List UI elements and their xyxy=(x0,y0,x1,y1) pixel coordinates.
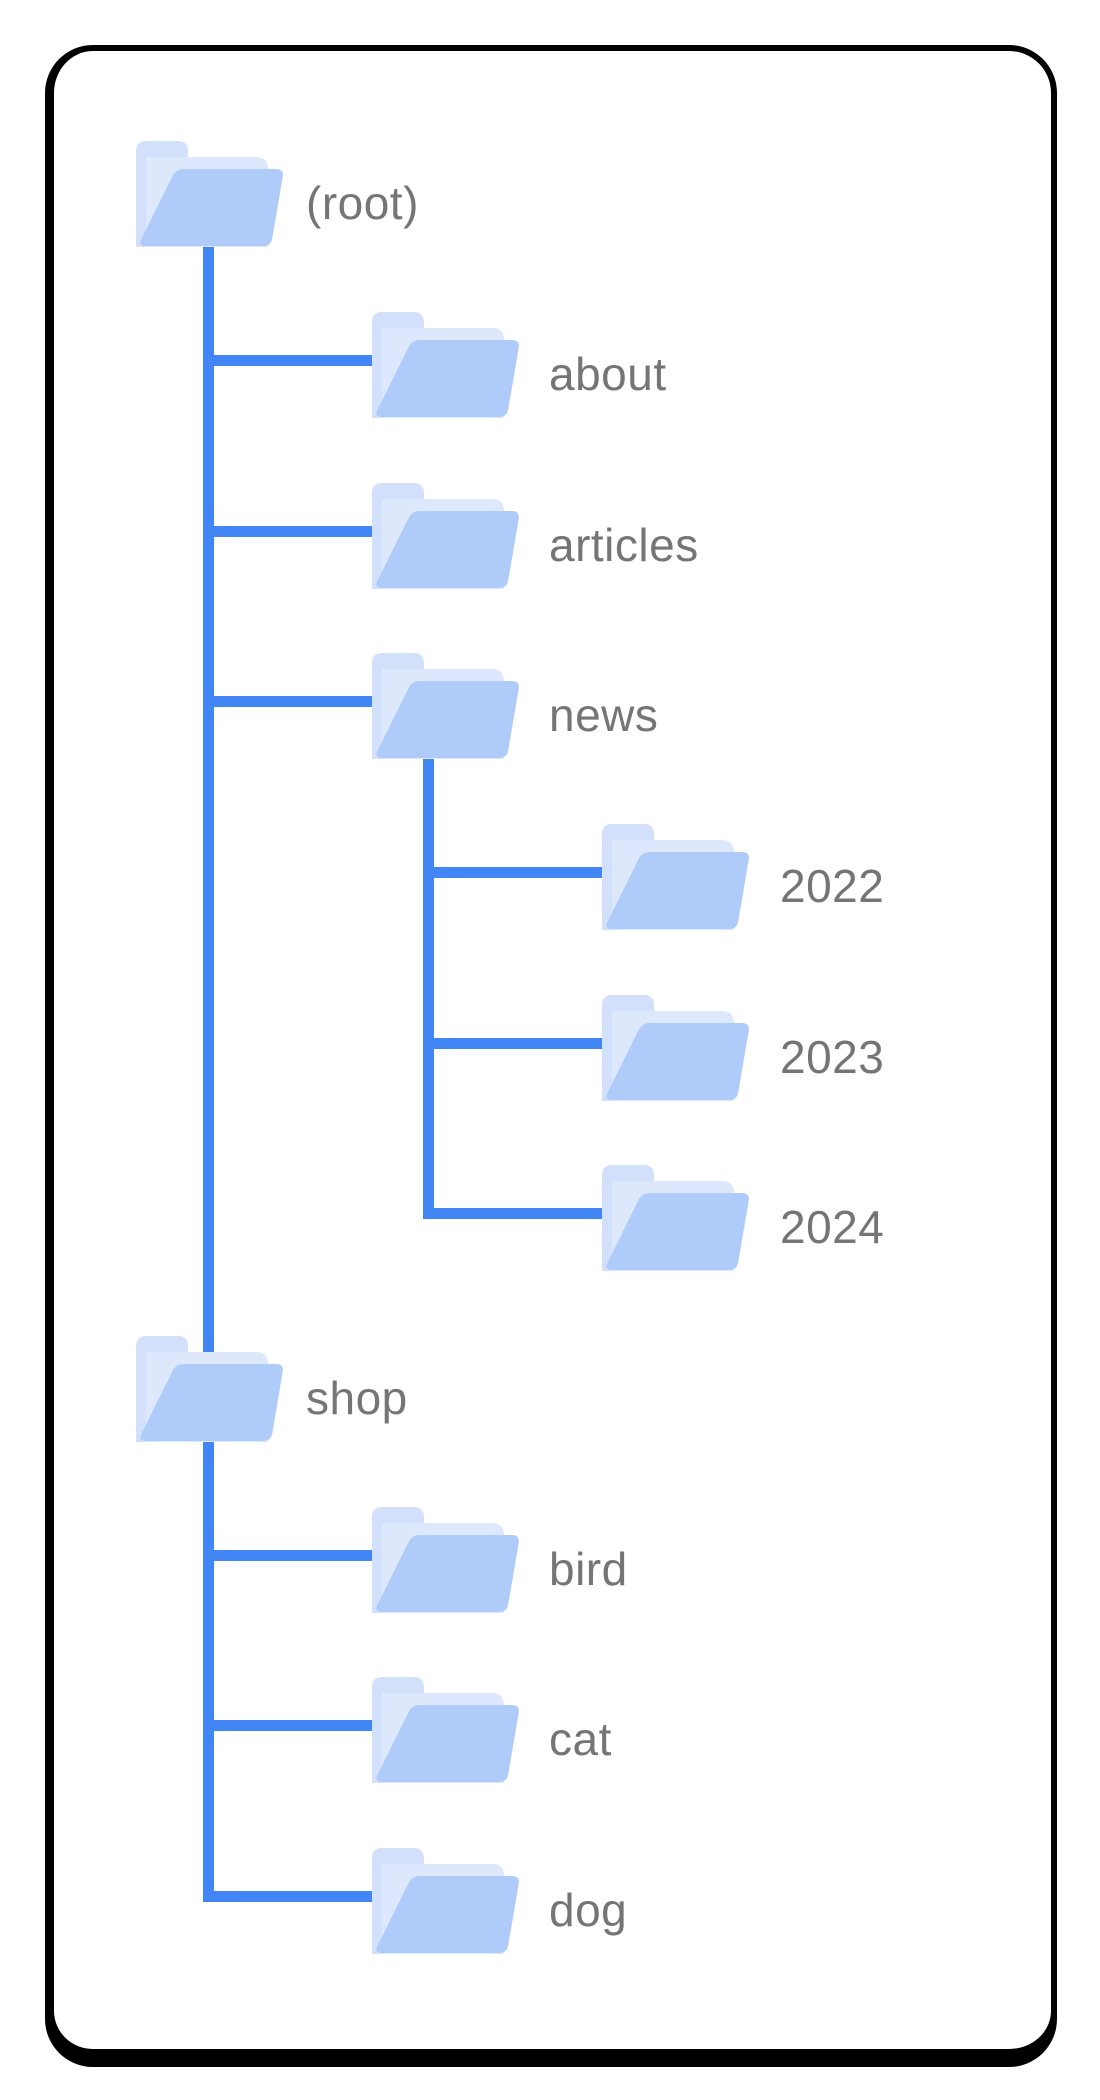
tree-connector-news xyxy=(203,696,395,707)
folder-label-about: about xyxy=(549,348,667,400)
tree-connector-news-vertical xyxy=(423,745,434,1219)
folder-label-news: news xyxy=(549,689,659,741)
tree-connector-cat xyxy=(203,1720,395,1731)
tree-connector-2024 xyxy=(423,1208,625,1219)
folder-node-root: (root) xyxy=(136,131,418,247)
folder-icon xyxy=(602,1165,749,1271)
folder-label-2024: 2024 xyxy=(780,1201,885,1253)
folder-label-articles: articles xyxy=(549,519,699,571)
tree-connector-2022 xyxy=(423,867,625,878)
folder-node-cat: cat xyxy=(372,1667,611,1783)
folder-node-bird: bird xyxy=(372,1497,627,1613)
folder-node-news: news xyxy=(372,643,658,759)
tree-connector-articles xyxy=(203,526,395,537)
folder-label-dog: dog xyxy=(549,1884,628,1936)
folder-node-2022: 2022 xyxy=(602,814,884,930)
folder-icon xyxy=(372,1677,519,1783)
folder-node-2024: 2024 xyxy=(602,1155,884,1271)
folder-icon xyxy=(372,653,519,759)
tree-connector-main-vertical xyxy=(203,236,214,1902)
folder-icon xyxy=(136,1336,283,1442)
folder-icon xyxy=(372,1507,519,1613)
tree-connector-about xyxy=(203,355,395,366)
folder-node-articles: articles xyxy=(372,473,698,589)
folder-label-shop: shop xyxy=(306,1372,408,1424)
folder-label-root: (root) xyxy=(306,177,419,229)
folder-icon xyxy=(136,141,283,247)
folder-label-2022: 2022 xyxy=(780,860,885,912)
folder-label-cat: cat xyxy=(549,1713,612,1765)
folder-node-2023: 2023 xyxy=(602,985,884,1101)
folder-label-2023: 2023 xyxy=(780,1031,885,1083)
tree-connector-2023 xyxy=(423,1038,625,1049)
folder-node-about: about xyxy=(372,302,666,418)
folder-label-bird: bird xyxy=(549,1543,628,1595)
folder-icon xyxy=(372,1848,519,1954)
folder-node-dog: dog xyxy=(372,1838,627,1954)
folder-node-shop: shop xyxy=(136,1326,407,1442)
tree-connector-dog xyxy=(203,1891,395,1902)
folder-icon xyxy=(602,995,749,1101)
folder-icon xyxy=(602,824,749,930)
folder-icon xyxy=(372,312,519,418)
folder-icon xyxy=(372,483,519,589)
tree-connector-bird xyxy=(203,1550,395,1561)
